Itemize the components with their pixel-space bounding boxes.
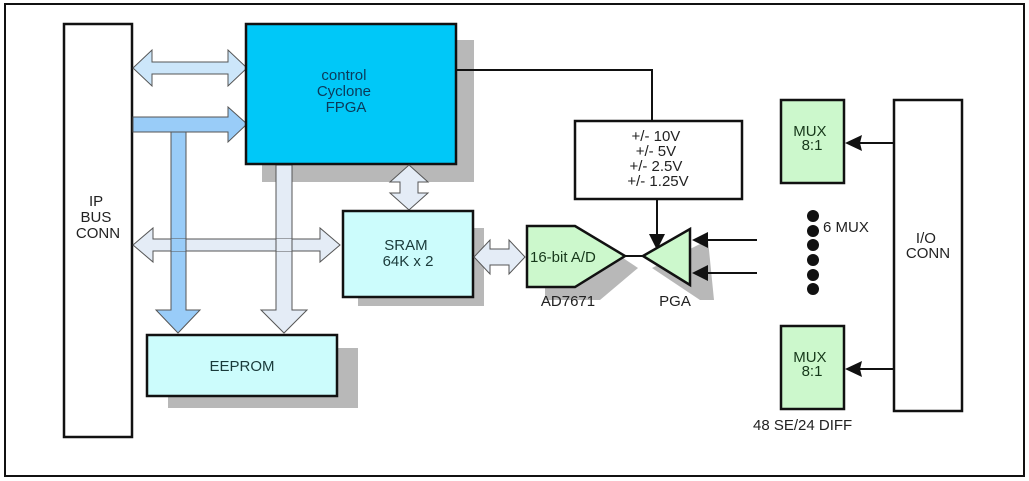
ip-to-fpga-arrow [132,105,248,144]
mux-count-label: 6 MUX [823,219,869,236]
gain-range-label: +/- 10V +/- 5V +/- 2.5V +/- 1.25V [627,128,688,190]
io-to-mux-bottom-arrowhead [845,361,862,377]
mux-top-label: MUX 8:1 [793,123,831,154]
mux-bottom-label: MUX 8:1 [793,349,831,380]
eeprom-label: EEPROM [209,358,274,375]
eeprom-block [145,333,339,398]
pga-input-arrowhead-2 [692,265,708,281]
range-to-pga-arrowhead [649,234,665,250]
fpga-control-line [456,69,653,121]
mux-bottom-block [779,324,846,411]
ip-eeprom-arrow-overlap [171,239,186,251]
gain-range-box [573,119,744,201]
mux-ellipsis-dots [807,210,819,295]
fpga-block [244,22,458,166]
io-to-mux-top-arrowhead [845,135,862,151]
fpga-eeprom-arrow-overlap [276,239,292,251]
ip-to-eeprom-arrow [154,128,202,334]
pga-input-arrowhead-1 [692,232,708,248]
adc-block [525,224,628,289]
mux-top-block [779,98,846,185]
ip-bus-conn-label: IP BUS CONN [76,193,120,242]
sram-block [341,209,475,299]
io-conn-label: I/O CONN [906,230,950,262]
adc-part-label: AD7671 [541,293,595,310]
ip-bus-conn-block [62,22,134,439]
io-conn-block [892,98,964,413]
ip-sram-bidir-arrow [132,226,341,264]
pga-label: PGA [659,293,691,310]
sram-adc-bidir-arrow [473,238,526,276]
fpga-label: control Cyclone FPGA [317,67,375,116]
channels-label: 48 SE/24 DIFF [753,417,852,434]
pga-block [640,226,692,288]
sram-label: SRAM 64K x 2 [383,237,434,270]
adc-label: 16-bit A/D [530,249,596,266]
